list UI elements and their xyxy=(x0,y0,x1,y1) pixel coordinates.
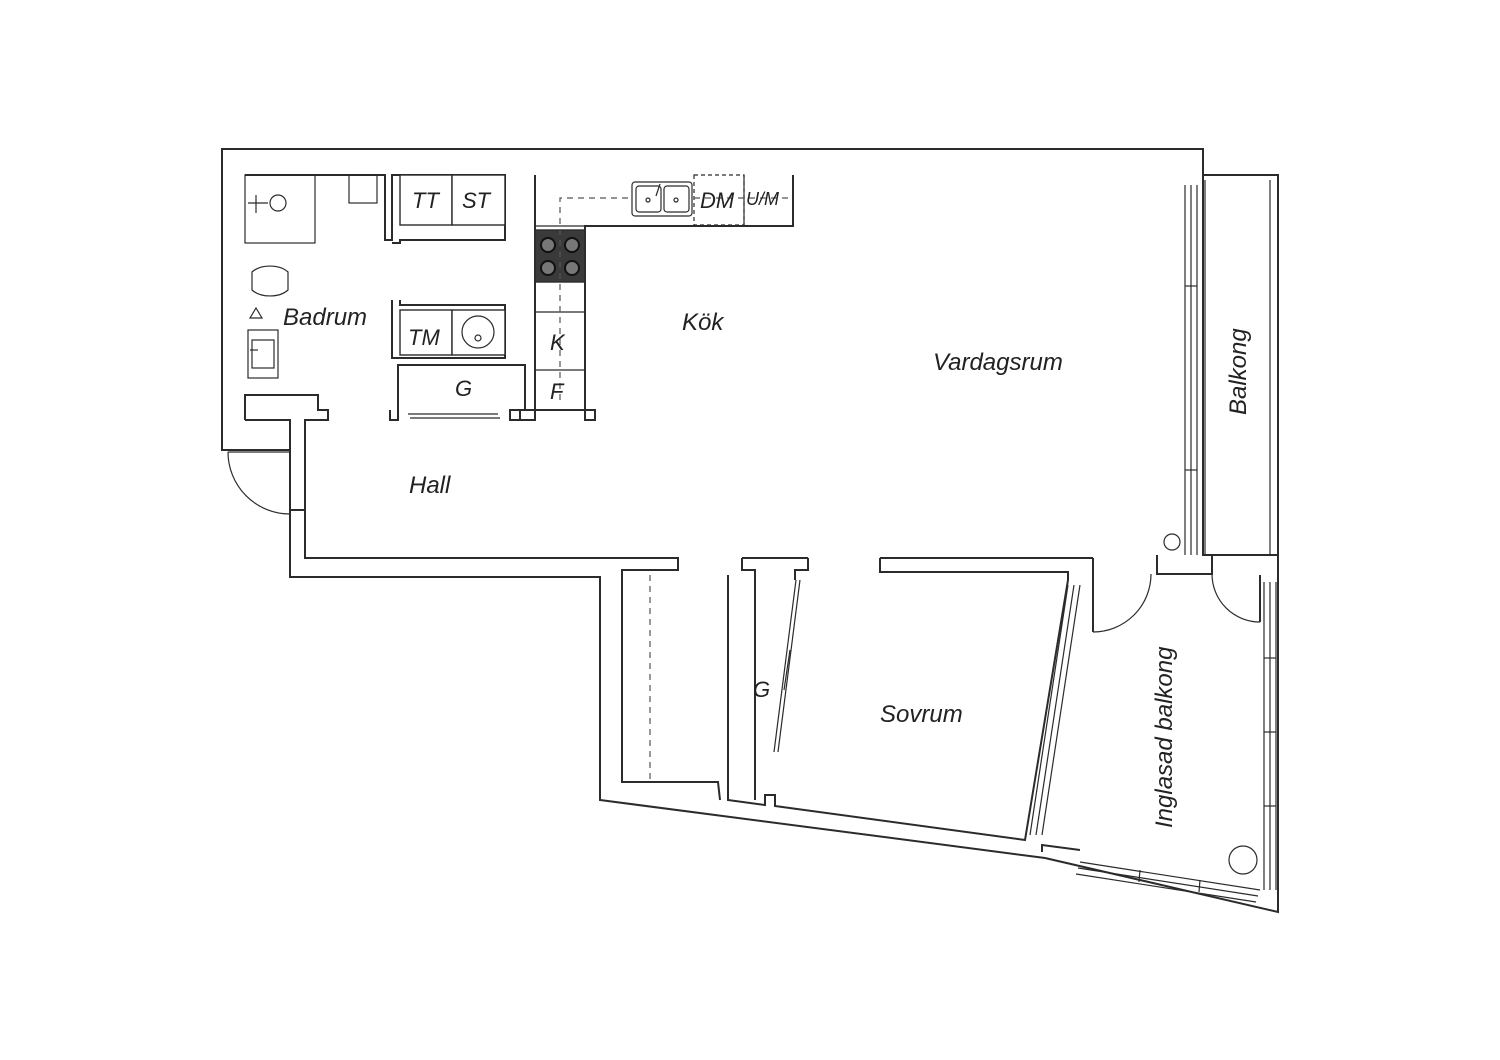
fixture-label-g-sovrum: G xyxy=(753,677,770,702)
balcony xyxy=(1203,174,1279,555)
laundry xyxy=(389,174,526,421)
room-label-kok: Kök xyxy=(682,309,725,336)
room-label-balkong: Balkong xyxy=(1225,328,1252,415)
fixture-label-k: K xyxy=(550,330,566,355)
fixture-label-f: F xyxy=(550,379,565,404)
interior-walls xyxy=(649,555,1261,852)
bedroom xyxy=(727,575,1081,842)
room-label-hall: Hall xyxy=(409,472,451,499)
fixture-label-dm: DM xyxy=(700,188,735,213)
fixture-label-um: U/M xyxy=(746,189,779,209)
fixture-label-tm: TM xyxy=(408,325,440,350)
bathroom xyxy=(244,174,506,379)
fixture-label-g-hall: G xyxy=(455,376,472,401)
room-label-sovrum: Sovrum xyxy=(880,701,963,728)
fixture-label-st: ST xyxy=(462,188,492,213)
fixture-label-tt: TT xyxy=(412,188,440,213)
living-window xyxy=(1163,185,1198,555)
room-label-vardagsrum: Vardagsrum xyxy=(933,349,1063,376)
entrance-door xyxy=(227,451,291,515)
kitchen xyxy=(519,174,794,421)
room-label-badrum: Badrum xyxy=(283,304,367,331)
room-label-inglasad-balkong: Inglasad balkong xyxy=(1151,646,1178,828)
outer-walls xyxy=(221,148,1279,914)
glazed-balcony xyxy=(1075,582,1277,903)
